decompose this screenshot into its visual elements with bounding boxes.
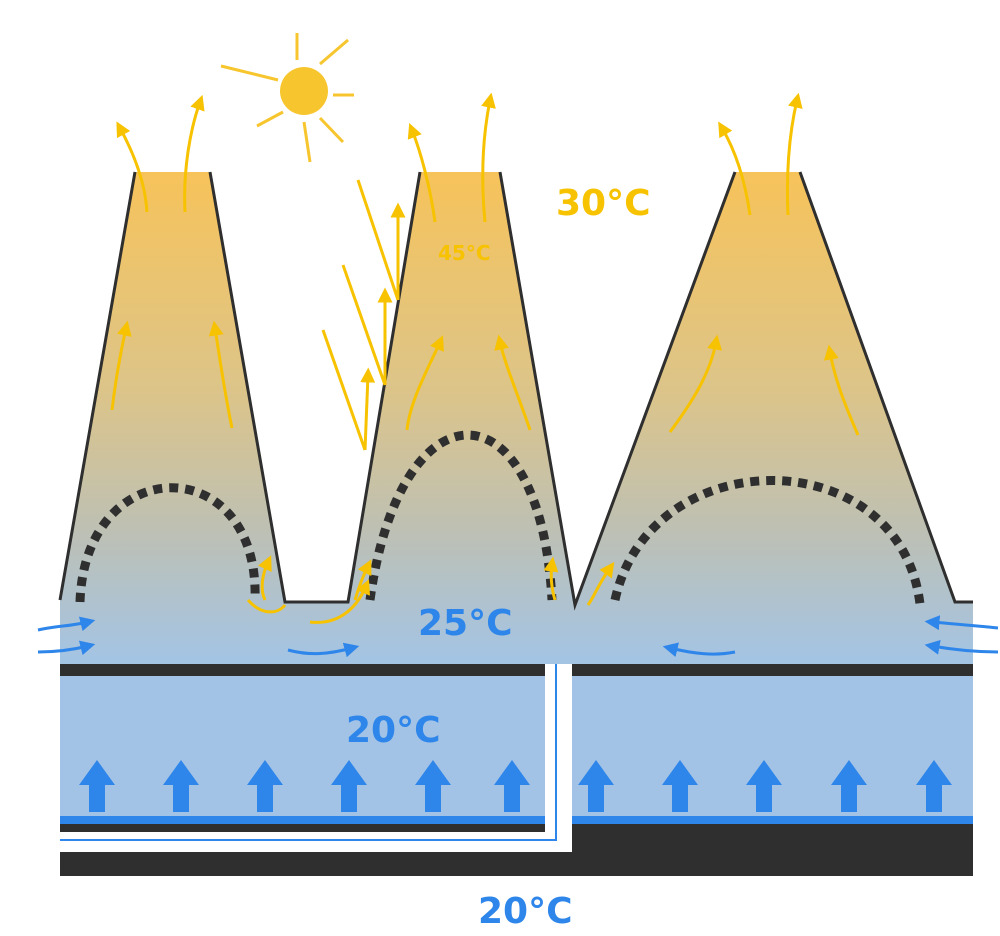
up-arrow-icon bbox=[247, 760, 283, 812]
separator-left bbox=[60, 664, 545, 676]
insulation-arc-3 bbox=[610, 476, 925, 605]
insulation-arc-1 bbox=[75, 483, 260, 603]
up-arrow-icon bbox=[662, 760, 698, 812]
insulation-arcs bbox=[75, 430, 925, 605]
up-arrow-icon bbox=[494, 760, 530, 812]
sun-icon bbox=[220, 33, 354, 163]
up-arrow-icon bbox=[916, 760, 952, 812]
floor-temp-label: 20°C bbox=[346, 710, 441, 751]
greenhouse-body bbox=[60, 172, 973, 664]
roof-outline bbox=[58, 171, 973, 611]
cool-air-arrows bbox=[37, 615, 999, 658]
mid-temp-label: 25°C bbox=[418, 603, 513, 644]
heating-line bbox=[60, 816, 973, 824]
up-arrow-icon bbox=[831, 760, 867, 812]
up-arrow-icon bbox=[415, 760, 451, 812]
up-arrow-icon bbox=[746, 760, 782, 812]
up-arrow-icon bbox=[578, 760, 614, 812]
heating-up-arrows bbox=[79, 760, 952, 812]
up-arrow-icon bbox=[163, 760, 199, 812]
warm-floor-arrows bbox=[246, 579, 370, 624]
air-duct bbox=[60, 664, 572, 852]
hot-spot-temp-label: 45°C bbox=[438, 241, 491, 265]
warm-air-arrows bbox=[110, 92, 860, 606]
solar-rays bbox=[321, 179, 406, 451]
top-temp-label: 30°C bbox=[556, 183, 651, 224]
duct-flow-arrow bbox=[60, 635, 561, 841]
ground-temp-label: 20°C bbox=[478, 891, 573, 932]
insulation-arc-2 bbox=[365, 430, 557, 601]
up-arrow-icon bbox=[331, 760, 367, 812]
up-arrow-icon bbox=[79, 760, 115, 812]
separator-right bbox=[572, 664, 973, 676]
